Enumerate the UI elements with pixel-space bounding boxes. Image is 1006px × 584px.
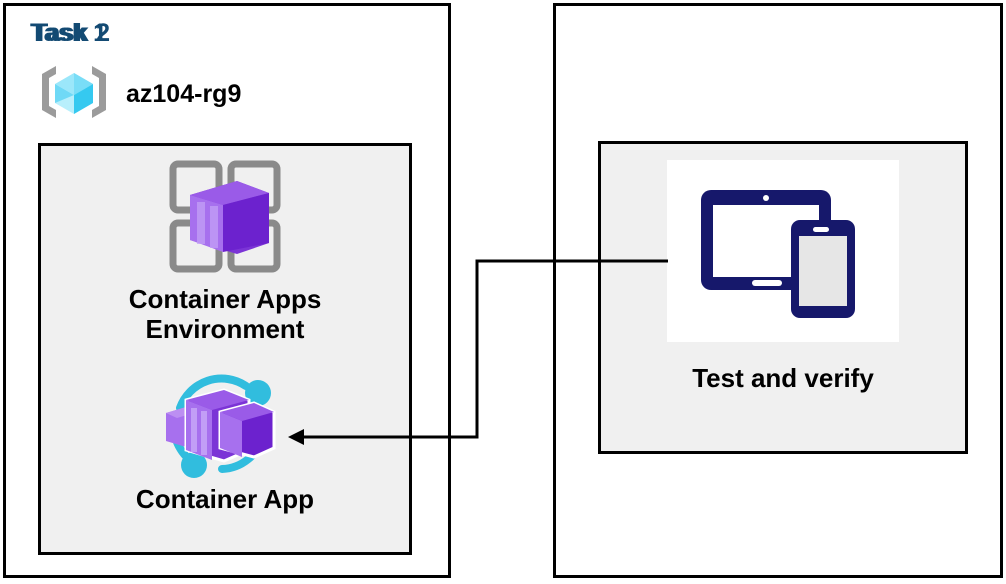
node-container-apps-environment: Container Apps Environment bbox=[60, 155, 390, 345]
node-test-and-verify: Test and verify bbox=[620, 160, 946, 394]
devices-tablet-phone-icon bbox=[695, 176, 871, 327]
test-and-verify-icon-plate bbox=[667, 160, 899, 342]
resource-group-header: az104-rg9 bbox=[36, 62, 241, 127]
task-1-title: Task 1 bbox=[30, 19, 108, 47]
task-2-title: Task 2 bbox=[33, 19, 111, 47]
node-label-test-and-verify: Test and verify bbox=[692, 363, 874, 393]
node-container-app: Container App bbox=[60, 368, 390, 515]
azure-resource-group-icon bbox=[36, 62, 112, 127]
resource-group-name: az104-rg9 bbox=[126, 80, 242, 108]
node-label-container-apps-environment: Container Apps Environment bbox=[128, 284, 322, 344]
node-label-container-app: Container App bbox=[135, 484, 315, 514]
container-apps-environment-icon bbox=[160, 155, 290, 285]
container-app-icon bbox=[150, 368, 300, 485]
